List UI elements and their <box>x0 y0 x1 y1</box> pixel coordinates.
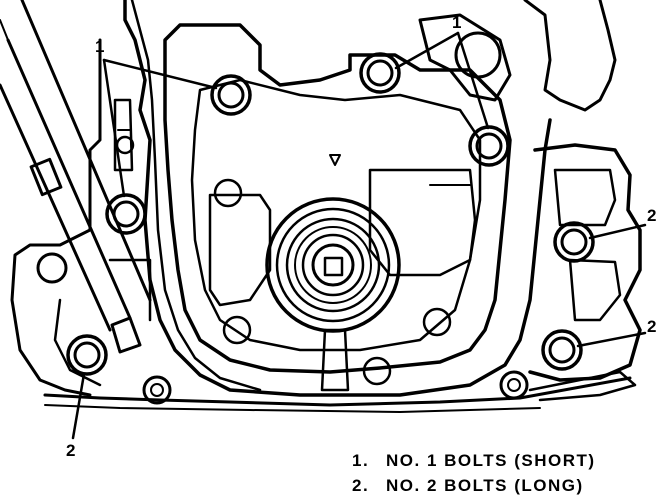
leader-lines <box>71 31 647 440</box>
crankshaft-seal <box>265 197 401 333</box>
callout-bolt-1-left: 1 <box>95 37 105 56</box>
legend-item-2-text: NO. 2 BOLTS (LONG) <box>386 476 584 495</box>
lower-flange <box>43 375 632 413</box>
callout-bolt-2-right-lower: 2 <box>647 317 657 336</box>
bolt-2-right-upper <box>553 221 595 263</box>
bolt-1-top <box>359 52 401 94</box>
dipstick-tube <box>0 0 152 354</box>
legend-item-1: 1. NO. 1 BOLTS (SHORT) <box>352 452 596 469</box>
bolt-1-upper-right <box>468 125 510 167</box>
callout-bolt-1-top: 1 <box>452 13 462 32</box>
oil-pump-body <box>163 13 512 392</box>
legend-item-2: 2. NO. 2 BOLTS (LONG) <box>352 477 584 494</box>
legend-item-1-number: 1. <box>352 451 370 470</box>
bolt-1-left <box>105 193 147 235</box>
callout-bolt-2-right-upper: 2 <box>647 206 657 225</box>
callout-bolt-2-left-bottom: 2 <box>66 441 76 460</box>
legend-item-1-text: NO. 1 BOLTS (SHORT) <box>386 451 596 470</box>
engine-block-right <box>499 0 642 402</box>
bolt-2-right-lower <box>541 329 583 371</box>
bolt-2-left-bottom <box>66 334 108 376</box>
bolt-1-upper-left <box>210 74 252 116</box>
engine-block-left <box>10 0 552 397</box>
legend-item-2-number: 2. <box>352 476 370 495</box>
